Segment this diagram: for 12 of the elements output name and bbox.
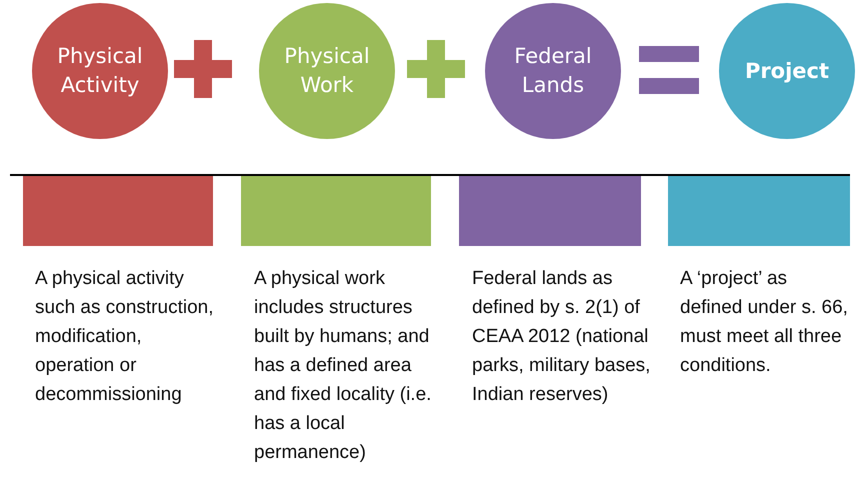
description-text: Federal lands as defined by s. 2(1) of CEAA 2012 (national parks, military bases, Indian reserves) [472, 267, 652, 407]
color-bar [459, 176, 641, 246]
node-title: Physical Work [283, 43, 371, 99]
node-title: Physical Activity [56, 43, 144, 99]
color-bar [668, 176, 850, 246]
description-text: A physical work includes structures built by humans; and has a defined area and fixed locality (i.e. has a local permanence) [254, 267, 432, 465]
color-bar [23, 176, 213, 246]
node-title: Federal Lands [513, 43, 593, 99]
description-text: A physical activity such as construction, modification, operation or decommissioning [35, 267, 214, 407]
description-text: A ‘project’ as defined under s. 66, must meet all three conditions. [680, 267, 849, 378]
color-bar [241, 176, 431, 246]
node-title: Project [744, 58, 830, 84]
